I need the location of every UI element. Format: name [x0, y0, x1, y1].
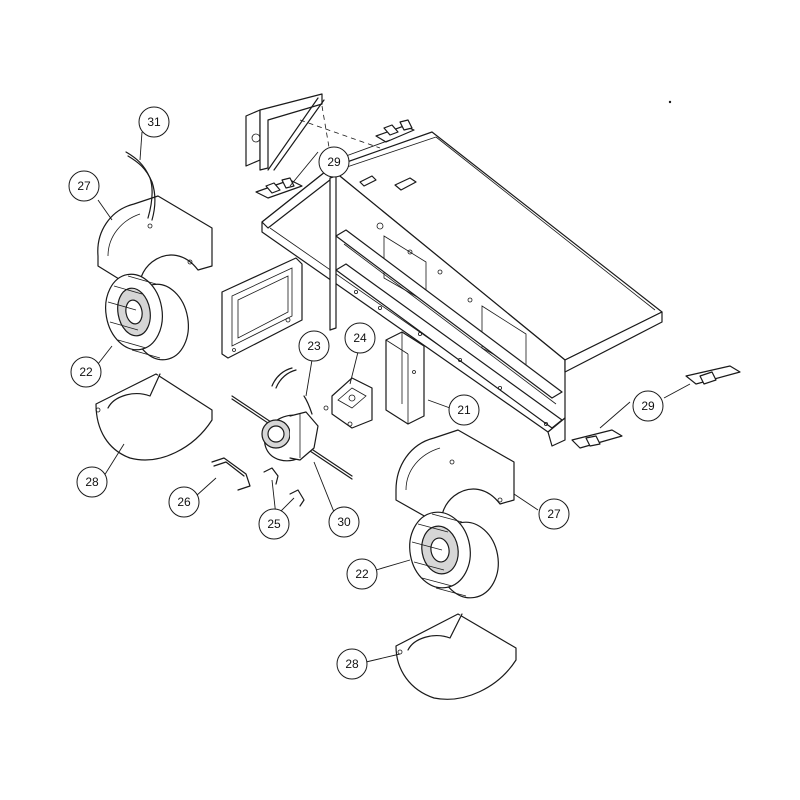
blower-wheel-22-right: [409, 511, 499, 599]
blower-scroll-28-right: [395, 613, 517, 700]
callout-label-23: 23: [307, 339, 321, 353]
callout-31: 31: [138, 106, 170, 138]
callout-29-top: 29: [318, 146, 350, 178]
callout-label-22-right: 22: [355, 567, 369, 581]
callout-28-left: 28: [76, 466, 108, 498]
motor-bracket-24: [323, 377, 373, 429]
callout-28-right: 28: [336, 648, 368, 680]
callout-label-28-left: 28: [85, 475, 99, 489]
bracket-29-right-upper: [685, 365, 741, 385]
bracket-29-top-left: [255, 177, 303, 199]
callout-label-22-left: 22: [79, 365, 93, 379]
clip-25-upper: [263, 467, 279, 485]
blower-motor-30: [231, 395, 353, 480]
bracket-29-right-lower: [571, 429, 623, 449]
callout-label-29-right: 29: [641, 399, 655, 413]
blower-wheel-22-left: [105, 273, 189, 361]
callout-label-29-top: 29: [327, 155, 341, 169]
callout-27-right: 27: [538, 498, 570, 530]
support-bracket-21: [385, 331, 425, 425]
callout-label-26: 26: [177, 495, 191, 509]
callout-label-24: 24: [353, 331, 367, 345]
callout-label-25: 25: [267, 517, 281, 531]
callout-label-21: 21: [457, 403, 471, 417]
callout-label-30: 30: [337, 515, 351, 529]
bracket-29-top-right: [375, 119, 415, 143]
blower-scroll-28-left: [95, 373, 213, 461]
blower-housing-27-right: [395, 429, 515, 527]
stray-dot: [668, 100, 672, 104]
callout-label-27-right: 27: [547, 507, 561, 521]
clip-25-lower: [289, 489, 305, 507]
callout-27-left: 27: [68, 170, 100, 202]
callout-label-31: 31: [147, 115, 161, 129]
leader-lines: [97, 131, 691, 663]
access-panel: [221, 257, 303, 359]
callout-23: 23: [298, 330, 330, 362]
callout-22-left: 22: [70, 356, 102, 388]
callout-25: 25: [258, 508, 290, 540]
callout-24: 24: [344, 322, 376, 354]
callout-label-27-left: 27: [77, 179, 91, 193]
callout-26: 26: [168, 486, 200, 518]
callout-21: 21: [448, 394, 480, 426]
callout-label-28-right: 28: [345, 657, 359, 671]
mounting-strap-26: [211, 457, 251, 491]
blower-housing-27-left: [97, 195, 213, 293]
callout-22-right: 22: [346, 558, 378, 590]
callout-29-right: 29: [632, 390, 664, 422]
callout-30: 30: [328, 506, 360, 538]
mounting-bracket-top: [245, 93, 325, 171]
harness-wire-31: [125, 151, 156, 221]
capacitor-wire-23: [271, 367, 313, 415]
